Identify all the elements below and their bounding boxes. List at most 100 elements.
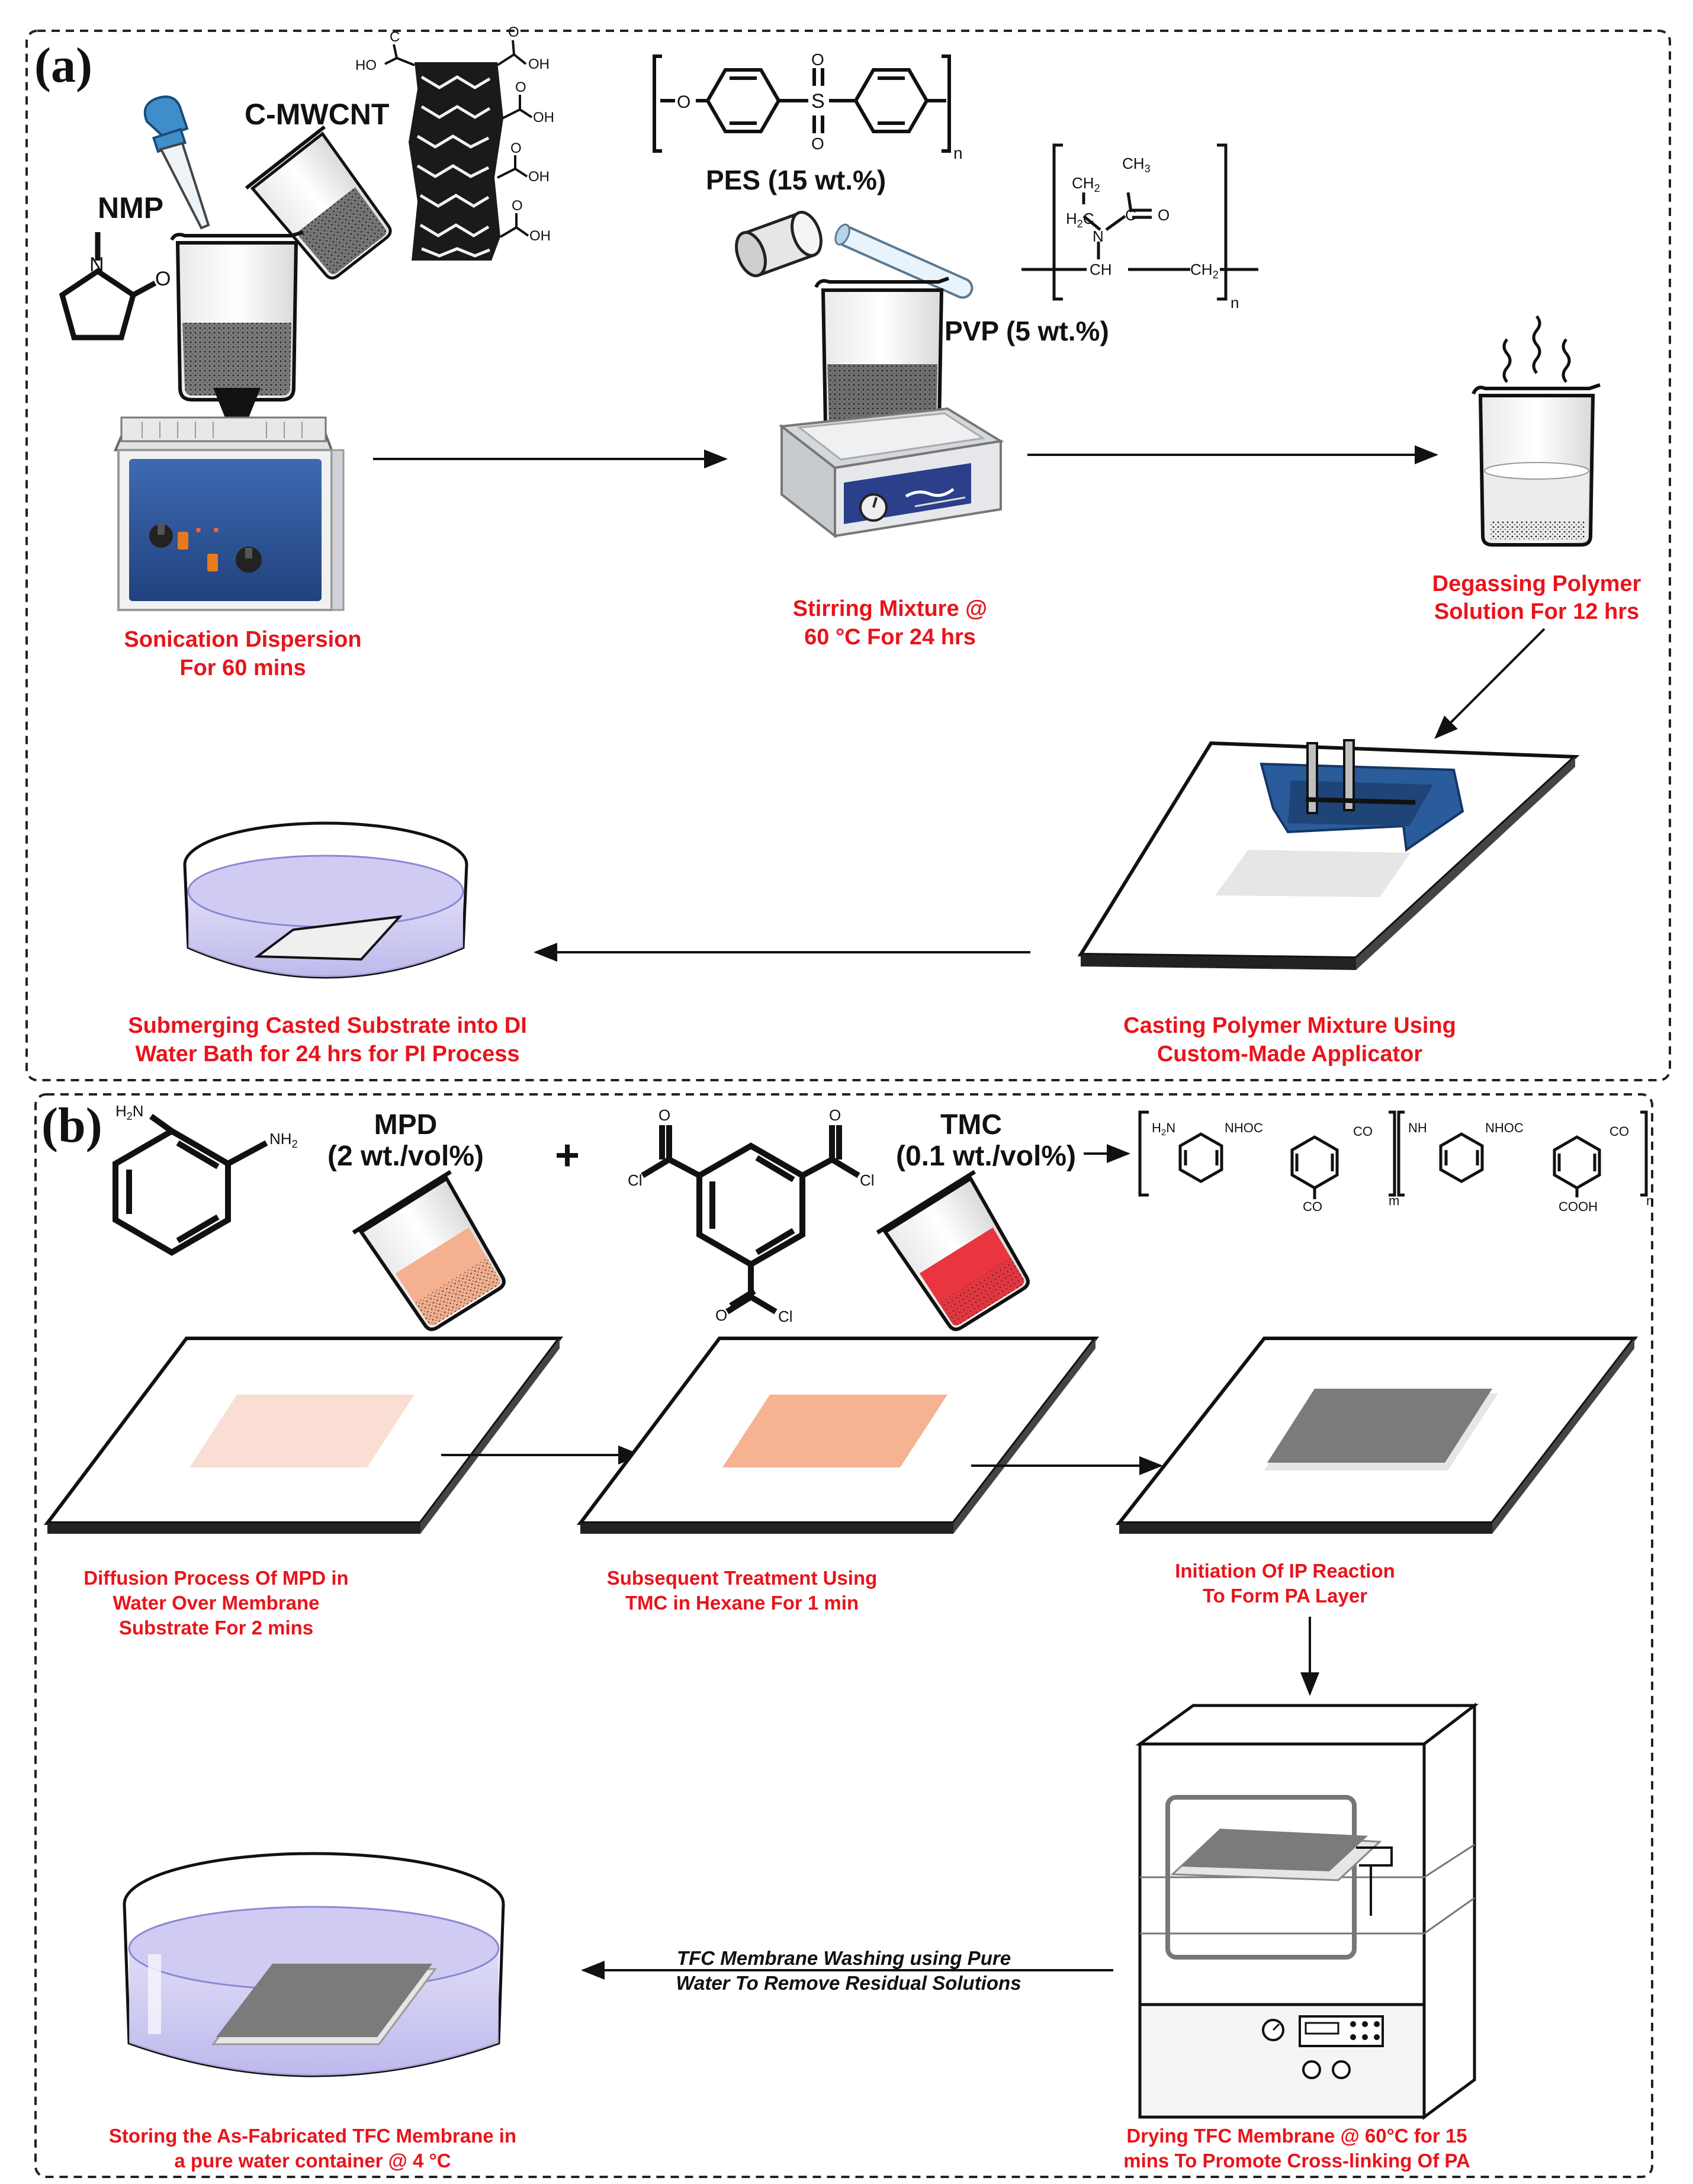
tmc-cl-3: Cl [778, 1308, 793, 1325]
nmp-label: NMP [98, 191, 163, 224]
glass-plate-icon [1115, 1337, 1639, 1534]
panel-a-tag: (a) [34, 38, 92, 93]
cnt-c-label: C [390, 29, 400, 45]
beaker-icon [1472, 315, 1601, 547]
arrow-degassing-to-casting [1434, 628, 1546, 739]
cmwcnt-label: C-MWCNT [245, 98, 389, 131]
tmc-cl-2: Cl [860, 1171, 875, 1189]
pa-nhoc-2: NHOC [1485, 1120, 1524, 1135]
plus-sign: + [555, 1132, 580, 1179]
step-diffusion-line2: Water Over Membrane [113, 1592, 319, 1614]
glass-plate-icon [43, 1337, 564, 1534]
panel-a-border [25, 30, 1671, 1081]
nmp-o-atom: O [155, 268, 171, 290]
pa-co-2: CO [1303, 1199, 1322, 1214]
cnt-o-label: O [508, 24, 519, 40]
nmp-structure [59, 232, 157, 341]
step-diffusion-line1: Diffusion Process Of MPD in [83, 1567, 348, 1589]
pa-co-1: CO [1353, 1124, 1373, 1139]
hotplate-stirrer-icon [778, 407, 1004, 539]
panel-b-tag: (b) [41, 1098, 102, 1153]
pvp-h2c: H2C [1066, 210, 1094, 230]
pa-nhoc-1: NHOC [1225, 1120, 1263, 1135]
step-washing-line2: Water To Remove Residual Solutions [676, 1972, 1021, 1994]
pa-nh: NH [1408, 1120, 1427, 1135]
tmc-label: TMC [940, 1109, 1002, 1141]
cnt-oh-label-2: OH [533, 110, 554, 126]
step-diffusion-line3: Substrate For 2 mins [119, 1617, 313, 1639]
panel-b: (b) H2N NH2 MPD (2 wt./vol%) + [34, 1093, 1653, 2178]
pes-o-atom: O [677, 92, 690, 112]
mpd-structure [113, 1113, 268, 1256]
pvp-n: N [1093, 227, 1104, 245]
panel-a: (a) NMP N O C-MWCNT [25, 24, 1671, 1081]
step-submerging-line2: Water Bath for 24 hrs for PI Process [135, 1042, 519, 1067]
pvp-ch3: CH3 [1122, 155, 1151, 175]
step-storing-line1: Storing the As-Fabricated TFC Membrane i… [109, 2125, 516, 2147]
pvp-c: C [1125, 206, 1136, 224]
step-degassing-line2: Solution For 12 hrs [1434, 599, 1639, 624]
step-degassing-line1: Degassing Polymer [1432, 571, 1641, 596]
dropper-icon [143, 95, 210, 230]
beaker-icon [245, 125, 392, 280]
cnt-ho-label: HO [355, 57, 377, 73]
pes-pellet-icon [735, 210, 823, 278]
step-submerging-line1: Submerging Casted Substrate into DI [128, 1013, 527, 1038]
cnt-oh-label-4: OH [529, 228, 551, 244]
step-initiation-line1: Initiation Of IP Reaction [1175, 1560, 1395, 1582]
petri-dish-icon [183, 821, 468, 979]
pvp-ch2-chain: CH2 [1190, 261, 1219, 281]
nmp-n-atom: N [89, 253, 104, 276]
step-drying-line1: Drying TFC Membrane @ 60°C for 15 [1126, 2125, 1467, 2147]
test-tube-icon [834, 223, 974, 299]
step-casting-line1: Casting Polymer Mixture Using [1123, 1013, 1456, 1038]
mpd-concentration: (2 wt./vol%) [327, 1141, 484, 1172]
pes-s-atom: S [811, 90, 825, 113]
cnt-o-label-2: O [515, 79, 526, 95]
tmc-structure [641, 1125, 860, 1315]
mpd-h2n: H2N [115, 1102, 144, 1122]
step-sonication-line1: Sonication Dispersion [124, 627, 361, 652]
cnt-oh-label-3: OH [528, 169, 550, 185]
step-casting-line2: Custom-Made Applicator [1157, 1042, 1422, 1067]
panel-b-border [34, 1093, 1653, 2178]
steam-icon [1502, 315, 1571, 383]
pes-label: PES (15 wt.%) [706, 165, 886, 195]
pa-m-subscript: m [1389, 1193, 1399, 1208]
pa-h2n: H2N [1152, 1120, 1175, 1138]
pa-cooh: COOH [1559, 1199, 1598, 1214]
nanotube-icon: HO C O OH O OH O OH O OH [355, 24, 554, 261]
glass-plate-icon [576, 1337, 1100, 1534]
pvp-label: PVP (5 wt.%) [945, 316, 1109, 346]
step-drying-line2: mins To Promote Cross-linking Of PA [1123, 2150, 1470, 2172]
step-stirring-line2: 60 °C For 24 hrs [804, 625, 976, 650]
pes-o-bottom: O [811, 134, 824, 153]
pes-n-subscript: n [953, 144, 963, 162]
pvp-n-subscript: n [1231, 294, 1239, 311]
step-treatment-line1: Subsequent Treatment Using [607, 1567, 878, 1589]
tmc-o-1: O [658, 1106, 670, 1124]
casting-applicator-icon [1260, 739, 1464, 852]
step-initiation-line2: To Form PA Layer [1203, 1585, 1367, 1607]
step-storing-line2: a pure water container @ 4 °C [174, 2150, 451, 2172]
pa-co-3: CO [1610, 1124, 1629, 1139]
pvp-structure [1021, 143, 1258, 301]
beaker-icon [352, 1170, 506, 1331]
beaker-icon [876, 1170, 1030, 1331]
ultrasonic-bath-icon [113, 416, 345, 611]
mpd-nh2: NH2 [269, 1130, 298, 1150]
step-treatment-line2: TMC in Hexane For 1 min [625, 1592, 859, 1614]
pvp-o: O [1158, 206, 1170, 224]
step-stirring-line1: Stirring Mixture @ [793, 596, 987, 621]
oven-icon [1135, 1702, 1479, 2120]
tmc-concentration: (0.1 wt./vol%) [896, 1141, 1076, 1172]
polyamide-structure [1138, 1110, 1648, 1199]
step-washing-line1: TFC Membrane Washing using Pure [677, 1947, 1011, 1969]
pa-n-subscript: n [1646, 1193, 1653, 1208]
pvp-ch: CH [1090, 261, 1112, 278]
beaker-icon [170, 230, 304, 447]
petri-dish-icon [123, 1852, 505, 2077]
tmc-cl-1: Cl [628, 1171, 642, 1189]
cnt-o-label-4: O [512, 198, 523, 214]
cnt-o-label-3: O [510, 140, 522, 156]
